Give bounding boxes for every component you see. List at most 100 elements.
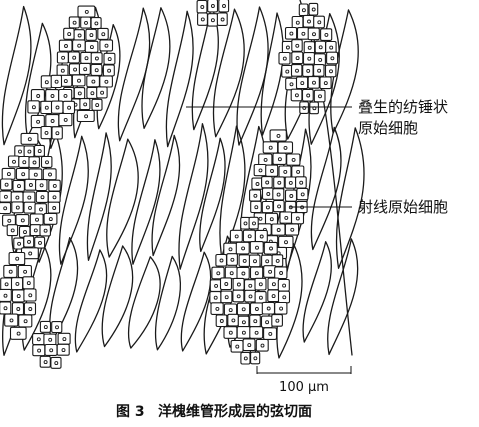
nucleus — [254, 271, 259, 276]
nucleus — [269, 217, 274, 222]
nucleus — [43, 228, 48, 233]
ray-cell — [197, 12, 208, 26]
ray-cell — [50, 100, 64, 114]
ray-cell — [307, 76, 320, 89]
ray-cell — [0, 288, 12, 302]
nucleus — [213, 295, 218, 300]
ray-cell — [309, 101, 319, 115]
nucleus — [35, 217, 39, 222]
nucleus — [77, 91, 82, 96]
nucleus — [300, 81, 305, 86]
nucleus — [234, 234, 239, 239]
nucleus — [61, 55, 66, 60]
nucleus — [72, 55, 77, 60]
nucleus — [210, 4, 215, 8]
nucleus — [299, 180, 304, 185]
ray-cell — [244, 289, 257, 303]
ray-cell — [40, 125, 52, 140]
fusiform-cell — [180, 251, 212, 352]
ray-cell — [33, 144, 45, 157]
fusiform-cell — [165, 10, 194, 148]
nucleus — [84, 114, 89, 119]
ray-cell — [0, 178, 13, 191]
ray-cell — [10, 191, 24, 204]
ray-cell — [290, 64, 303, 77]
nucleus — [16, 307, 21, 311]
ray-cell — [250, 351, 261, 365]
fusiform-cell — [302, 241, 332, 343]
ray-cell — [274, 301, 288, 315]
ray-cell — [211, 266, 225, 280]
ray-cell — [103, 52, 116, 65]
nucleus — [27, 195, 32, 200]
ray-cluster — [56, 5, 116, 123]
nucleus — [28, 293, 33, 298]
nucleus — [94, 68, 99, 73]
ray-cell — [265, 164, 279, 177]
nucleus — [91, 79, 96, 84]
nucleus — [26, 281, 31, 286]
nucleus — [268, 145, 273, 150]
nucleus — [275, 258, 280, 263]
nucleus — [289, 31, 294, 36]
nucleus — [243, 221, 248, 226]
nucleus — [27, 149, 32, 154]
nucleus — [101, 32, 106, 37]
nucleus — [7, 218, 12, 223]
nucleus — [22, 160, 27, 165]
fusiform-label-line2: 原始细胞 — [358, 119, 418, 137]
nucleus — [253, 319, 258, 324]
ray-cell — [261, 187, 275, 200]
nucleus — [265, 180, 270, 185]
fusiform-cell — [131, 139, 161, 265]
ray-cell — [286, 153, 301, 166]
nucleus — [279, 271, 284, 275]
nucleus — [241, 307, 246, 312]
ray-cell — [97, 27, 109, 40]
nucleus — [28, 307, 33, 311]
nucleus — [36, 119, 41, 124]
ray-cell — [99, 75, 113, 88]
ray-cell — [284, 223, 300, 236]
nucleus — [312, 80, 316, 85]
nucleus — [285, 69, 290, 74]
ray-cell — [267, 277, 280, 291]
fusiform-cell — [191, 5, 219, 131]
nucleus — [254, 205, 259, 210]
nucleus — [107, 57, 112, 62]
fusiform-cell — [310, 126, 342, 251]
nucleus — [253, 259, 257, 264]
ray-cell — [261, 176, 273, 189]
nucleus — [215, 306, 220, 311]
nucleus — [253, 356, 258, 361]
nucleus — [235, 344, 240, 349]
ray-cell — [302, 64, 314, 77]
nucleus — [61, 348, 66, 353]
fusiform-cell — [74, 249, 108, 353]
ray-cell — [303, 41, 316, 54]
nucleus — [265, 259, 270, 264]
nucleus — [247, 234, 252, 239]
ray-cell — [218, 0, 230, 13]
nucleus — [44, 130, 49, 135]
ray-cell — [35, 179, 48, 192]
ray-cell — [63, 27, 75, 40]
ray-cell — [240, 351, 251, 365]
nucleus — [214, 283, 219, 288]
nucleus — [28, 205, 32, 210]
nucleus — [38, 240, 42, 245]
nucleus — [95, 103, 100, 108]
ray-cell — [277, 278, 290, 292]
nucleus — [84, 9, 89, 14]
nucleus — [295, 56, 300, 61]
nucleus — [23, 269, 28, 274]
nucleus — [44, 105, 49, 110]
nucleus — [268, 269, 273, 274]
ray-cluster — [0, 251, 37, 340]
ray-cell — [249, 302, 264, 316]
ray-cell — [232, 277, 245, 291]
ray-cell — [248, 216, 259, 230]
fusiform-cell — [236, 6, 269, 146]
nucleus — [289, 194, 294, 198]
